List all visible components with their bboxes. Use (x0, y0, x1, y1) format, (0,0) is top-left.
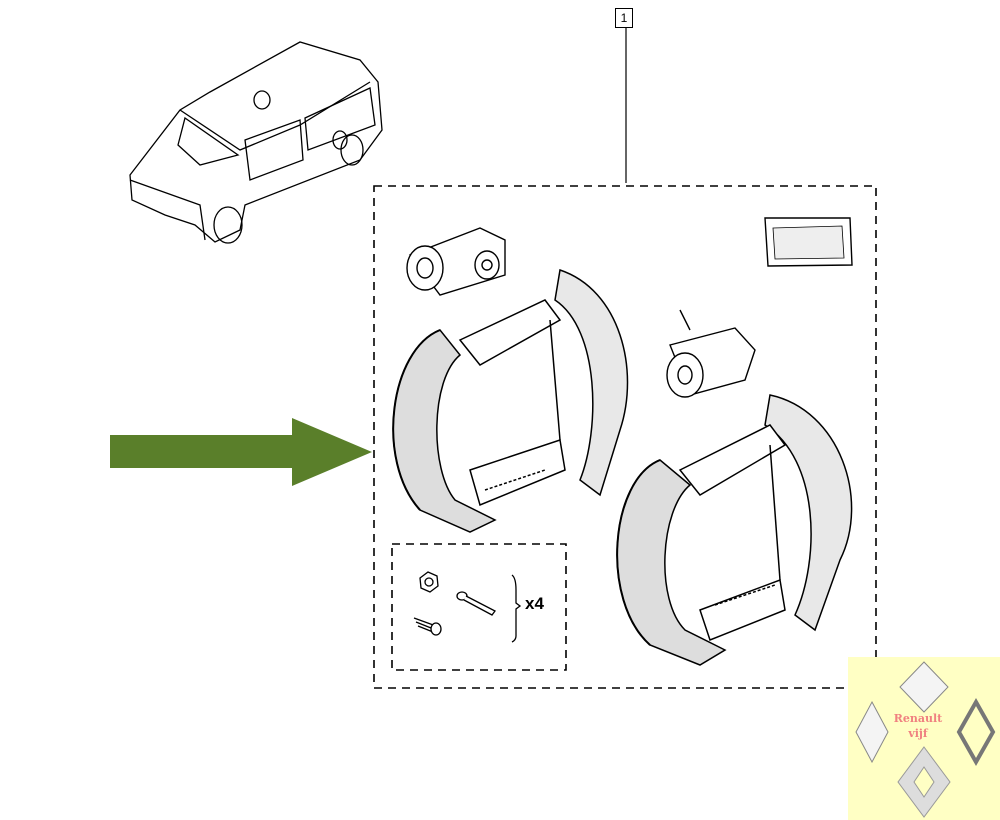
brake-shoe-assembly-right (616, 394, 853, 666)
watermark-line1: Renault (893, 712, 943, 725)
wheel-cylinder-lower (666, 309, 756, 398)
brake-shoe-assembly-left (392, 269, 629, 533)
grease-sachet (764, 217, 853, 267)
hardware-kit-boundary (391, 543, 567, 671)
callout-label: 1 (615, 8, 633, 28)
pointer-arrow (110, 418, 372, 486)
wheel-cylinder-upper (406, 227, 506, 296)
watermark-panel: Renault vijf (848, 657, 1000, 820)
van-illustration (129, 41, 383, 244)
quantity-label: x4 (525, 594, 544, 613)
renault-logos (855, 661, 996, 818)
watermark-line2: vijf (908, 727, 928, 740)
hardware-parts (413, 571, 522, 643)
kit-boundary (373, 185, 877, 689)
